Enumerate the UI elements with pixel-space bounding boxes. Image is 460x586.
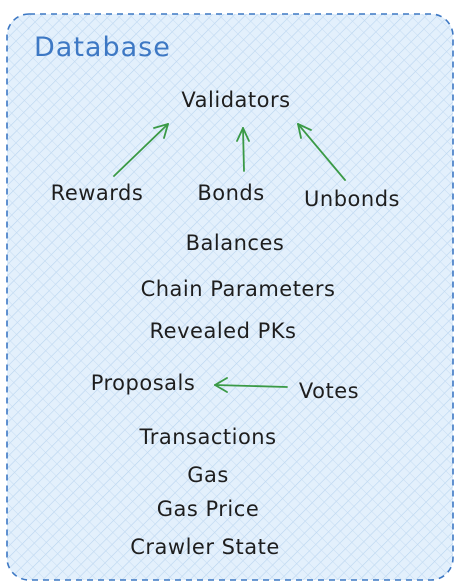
node-votes: Votes bbox=[298, 379, 360, 403]
node-gas-price: Gas Price bbox=[156, 497, 260, 521]
node-validators: Validators bbox=[181, 88, 291, 112]
database-container bbox=[6, 13, 454, 581]
node-chain-parameters: Chain Parameters bbox=[140, 277, 336, 301]
node-transactions: Transactions bbox=[139, 425, 277, 449]
arrow-votes-to-proposals bbox=[214, 377, 288, 393]
arrow-bonds-to-validators bbox=[236, 127, 250, 172]
arrow-rewards-to-validators bbox=[113, 123, 169, 177]
node-crawler-state: Crawler State bbox=[130, 535, 280, 559]
node-revealed-pks: Revealed PKs bbox=[149, 319, 297, 343]
node-balances: Balances bbox=[185, 231, 285, 255]
arrow-unbonds-to-validators bbox=[297, 123, 346, 181]
node-gas: Gas bbox=[187, 463, 229, 487]
node-proposals: Proposals bbox=[90, 371, 196, 395]
node-bonds: Bonds bbox=[197, 181, 265, 205]
container-title: Database bbox=[34, 32, 171, 63]
node-rewards: Rewards bbox=[50, 181, 144, 205]
node-unbonds: Unbonds bbox=[304, 187, 400, 211]
